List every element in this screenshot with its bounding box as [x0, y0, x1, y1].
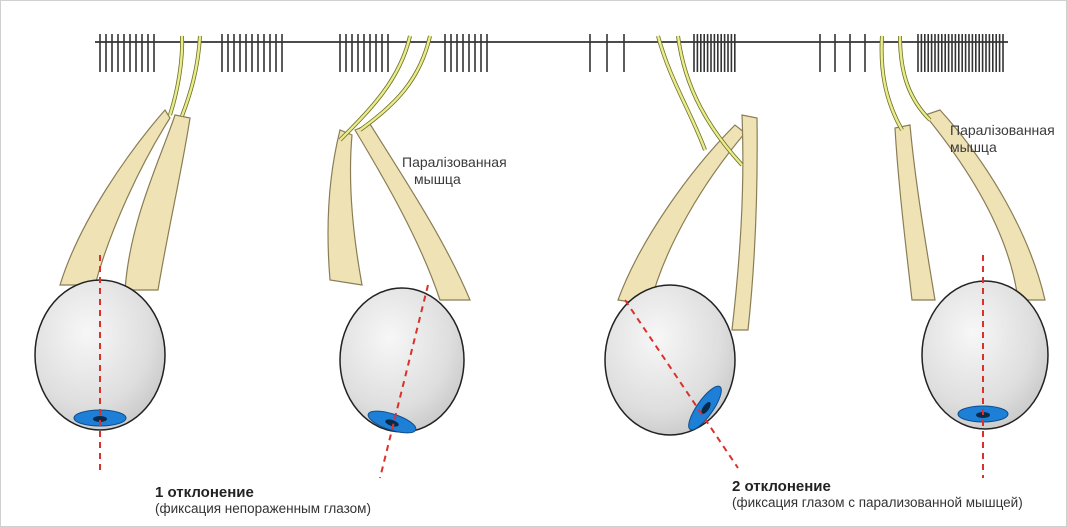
muscle-icon	[328, 130, 362, 285]
eye-2	[328, 36, 470, 478]
paralyzed-muscle-label-line2: мышца	[950, 139, 1055, 156]
eyeball-icon	[605, 285, 735, 435]
muscle-icon	[732, 115, 757, 330]
nerve-icon	[340, 36, 410, 140]
nerve-icon	[182, 36, 200, 116]
caption-1-title: 1 отклонение	[155, 484, 371, 501]
paralyzed-muscle-label-line1: Паралізованная	[402, 154, 507, 171]
caption-deviation-2: 2 отклонение (фиксация глазом с парализо…	[732, 478, 1023, 510]
caption-deviation-1: 1 отклонение (фиксация непораженным глаз…	[155, 484, 371, 516]
muscle-icon	[355, 124, 470, 300]
muscle-icon	[125, 115, 190, 290]
paralyzed-muscle-label-line1: Паралізованная	[950, 122, 1055, 139]
paralyzed-muscle-label-line2: мышца	[402, 171, 507, 188]
caption-2-title: 2 отклонение	[732, 478, 1023, 495]
caption-2-subtitle: (фиксация глазом с парализованной мышцей…	[732, 495, 1023, 510]
paralyzed-muscle-label-1: Паралізованная мышца	[402, 154, 507, 188]
eyeball-icon	[340, 288, 464, 432]
nerve-impulse-line	[95, 34, 1008, 72]
eye-4	[882, 36, 1048, 478]
muscle-icon	[895, 125, 935, 300]
muscle-icon	[618, 125, 745, 305]
eye-1	[35, 36, 200, 475]
eye-3	[605, 36, 757, 468]
caption-1-subtitle: (фиксация непораженным глазом)	[155, 501, 371, 516]
paralyzed-muscle-label-2: Паралізованная мышца	[950, 122, 1055, 156]
